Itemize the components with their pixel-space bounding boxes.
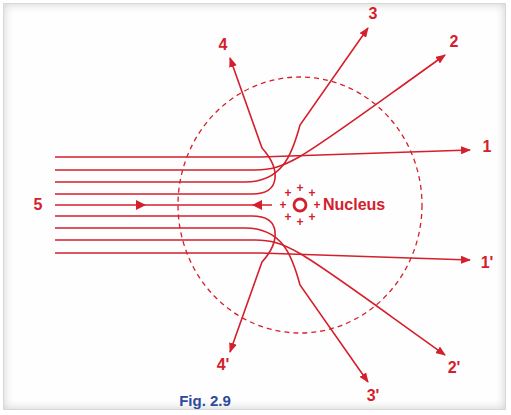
alpha-path-head-on — [55, 204, 272, 206]
charge-sign: + — [296, 182, 303, 194]
charge-sign: + — [309, 211, 316, 223]
callout-number: 3' — [367, 388, 380, 404]
callout-number: 2 — [450, 34, 459, 50]
callout-number: 3 — [369, 6, 378, 22]
arrowhead-in — [136, 200, 146, 210]
charge-sign: + — [284, 211, 291, 223]
callout-number: 4 — [219, 37, 228, 53]
nucleus-symbol — [294, 199, 306, 211]
charge-sign: + — [296, 216, 303, 228]
charge-sign: + — [279, 199, 286, 211]
figure-caption: Fig. 2.9 — [179, 392, 231, 409]
alpha-path — [55, 28, 368, 182]
alpha-path — [55, 58, 275, 194]
picture-frame — [3, 3, 506, 410]
alpha-paths — [55, 28, 470, 382]
charge-sign: + — [309, 187, 316, 199]
callout-number: 2' — [448, 360, 461, 376]
alpha-paths-mirrored — [55, 216, 470, 382]
alpha-path — [55, 150, 470, 157]
callout-number: 5 — [34, 197, 43, 213]
callout-number: 1 — [483, 139, 492, 155]
charge-sign: + — [284, 187, 291, 199]
callout-number: 4' — [217, 357, 230, 373]
charge-sign: + — [313, 199, 320, 211]
callout-number: 1' — [481, 255, 494, 271]
nucleus-label: Nucleus — [322, 197, 386, 213]
arrowhead-back — [252, 200, 262, 210]
